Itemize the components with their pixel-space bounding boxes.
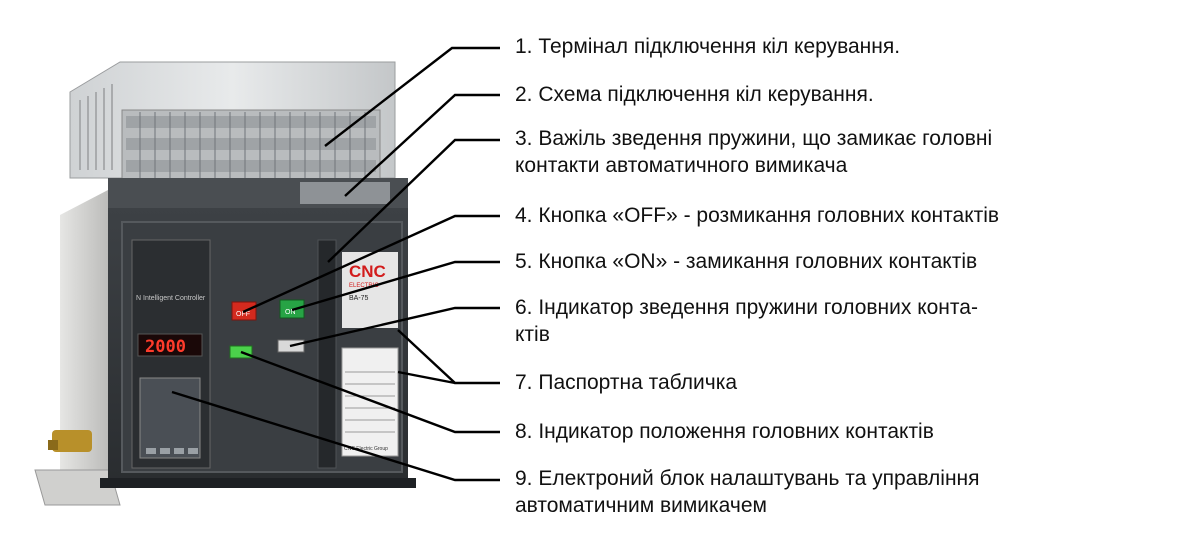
label-6-line-1: 6. Індикатор зведення пружини головних к… [515,296,978,319]
controller-title: N Intelligent Controller [136,295,206,302]
label-2: 2. Схема підключення кіл керування. [515,83,874,106]
leader-line-7b [397,370,456,385]
leader-line-9 [171,390,500,482]
breaker-device: N Intelligent Controller 2000 OFF ON CNC… [34,61,416,506]
terminal-dividers [139,112,366,178]
label-5: 5. Кнопка «ON» - замикання головних конт… [515,250,978,273]
terminal-screws [126,116,376,172]
leader-lines [171,46,500,482]
leader-line-4 [242,214,500,314]
leader-line-6 [289,306,500,348]
leader-line-5 [291,260,500,312]
spring-charging-lever [317,239,337,469]
label-6: 6. Індикатор зведення пружини головних к… [515,294,1165,348]
nameplate [341,347,399,457]
label-7: 7. Паспортна табличка [515,371,738,394]
model-name: BA-75 [349,295,369,302]
leader-line-2 [344,93,500,197]
nameplate-rows [345,371,395,433]
label-8: 8. Індикатор положення головних контакті… [515,420,934,443]
label-3-line-1: 3. Важіль зведення пружини, що замикає г… [515,127,993,150]
brand-label [342,252,398,328]
label-6-line-2: ктів [515,323,550,346]
leader-line-1 [324,46,500,147]
label-9-line-1: 9. Електроний блок налаштувань та управл… [515,467,980,490]
wiring-diagram-sticker [300,182,390,204]
housing-vents [79,84,113,170]
controller-display [137,333,203,357]
label-9: 9. Електроний блок налаштувань та управл… [515,465,1165,519]
terminal-bolt [52,430,92,452]
on-button-label: ON [285,309,296,316]
controller-display-value: 2000 [145,337,186,357]
nameplate-footer: CNC Electric Group [344,446,388,452]
controller-window [139,377,201,459]
side-plate [60,190,108,505]
label-1: 1. Термінал підключення кіл керування. [515,35,901,58]
label-3-line-2: контакти автоматичного вимикача [515,154,848,177]
brand-subtitle: ELECTRIC [349,283,379,289]
controller-buttons [146,448,198,454]
leader-line-3 [327,138,500,263]
label-3: 3. Важіль зведення пружини, що замикає г… [515,125,1165,179]
label-4: 4. Кнопка «OFF» - розмикання головних ко… [515,204,1000,227]
brand-name: CNC [349,262,386,281]
leader-line-8 [240,350,500,434]
breaker-base [100,478,416,488]
off-button-label: OFF [236,311,250,318]
mounting-foot [34,469,121,506]
label-9-line-2: автоматичним вимикачем [515,494,767,517]
terminal-bolt [48,440,58,450]
